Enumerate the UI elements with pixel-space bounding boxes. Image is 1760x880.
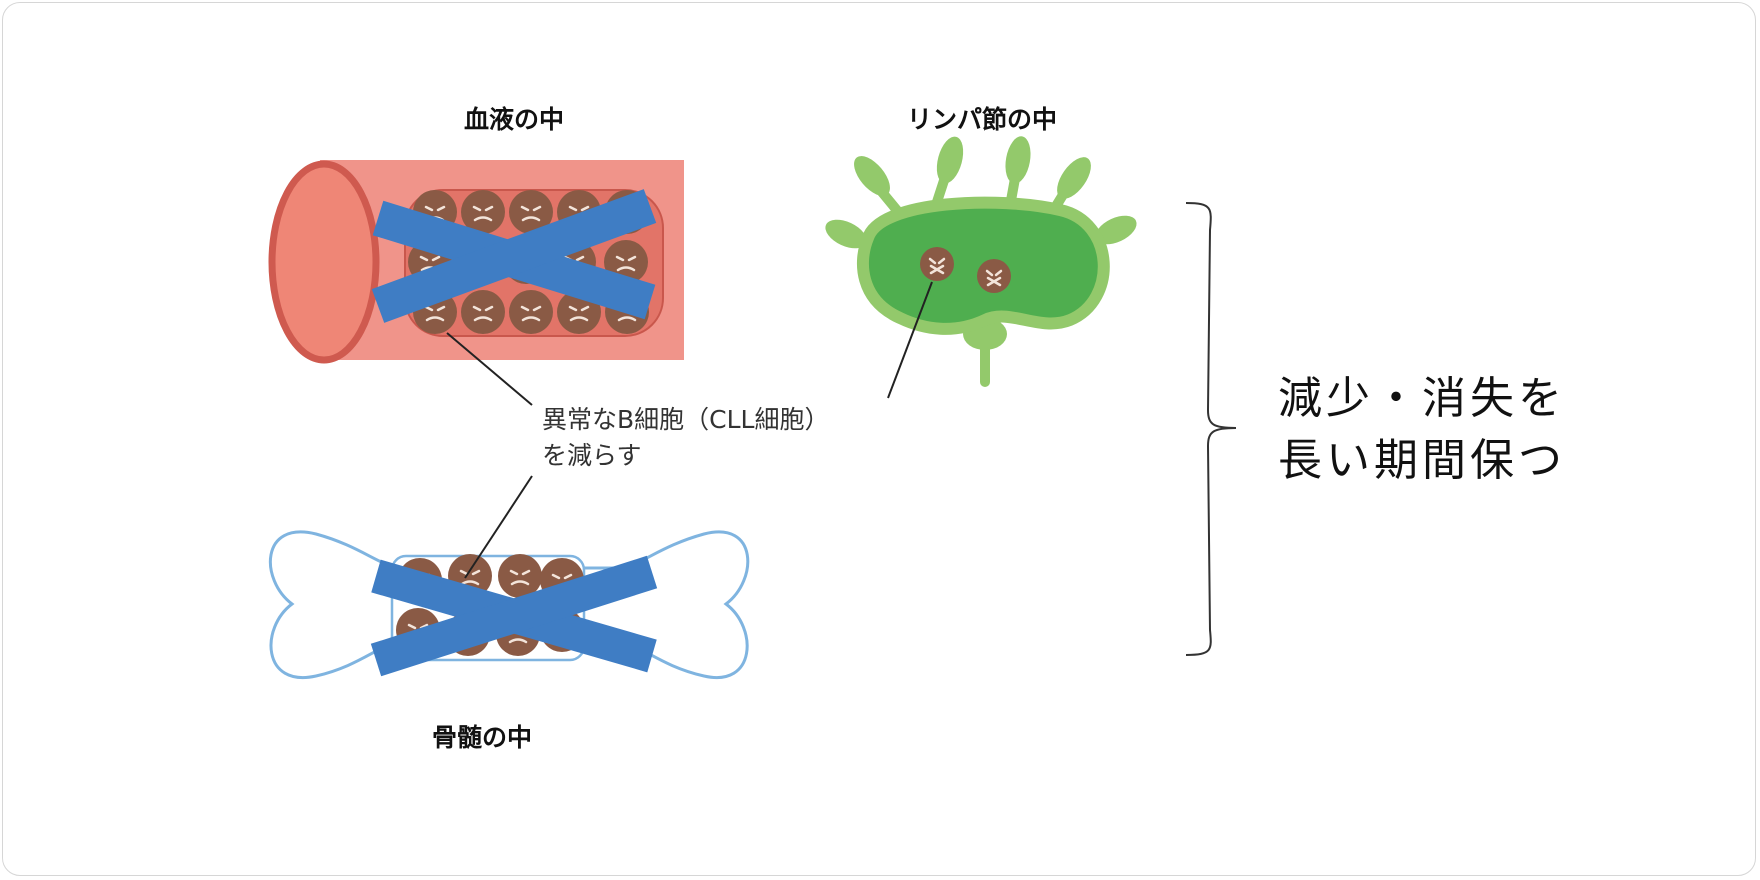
cross-mark-marrow bbox=[370, 555, 658, 677]
label-bone-marrow: 骨髄の中 bbox=[431, 723, 533, 752]
bone-marrow bbox=[269, 530, 750, 680]
result-text: 減少・消失を 長い期間保つ bbox=[1278, 368, 1566, 492]
callout-line-1: 異常なB細胞（CLL細胞） bbox=[542, 405, 830, 434]
result-line-1: 減少・消失を bbox=[1278, 373, 1566, 424]
callout-line-2: を減らす bbox=[542, 441, 642, 470]
cross-mark-blood bbox=[371, 189, 657, 323]
lymph-node bbox=[825, 136, 1137, 387]
bracket bbox=[1185, 202, 1237, 656]
callout-text: 異常なB細胞（CLL細胞） を減らす bbox=[542, 402, 829, 474]
callout-leaders bbox=[446, 281, 933, 579]
label-lymph-node: リンパ節の中 bbox=[906, 105, 1058, 134]
label-blood: 血液の中 bbox=[463, 105, 565, 134]
result-line-2: 長い期間保つ bbox=[1278, 435, 1566, 486]
blood-vessel bbox=[268, 160, 684, 364]
